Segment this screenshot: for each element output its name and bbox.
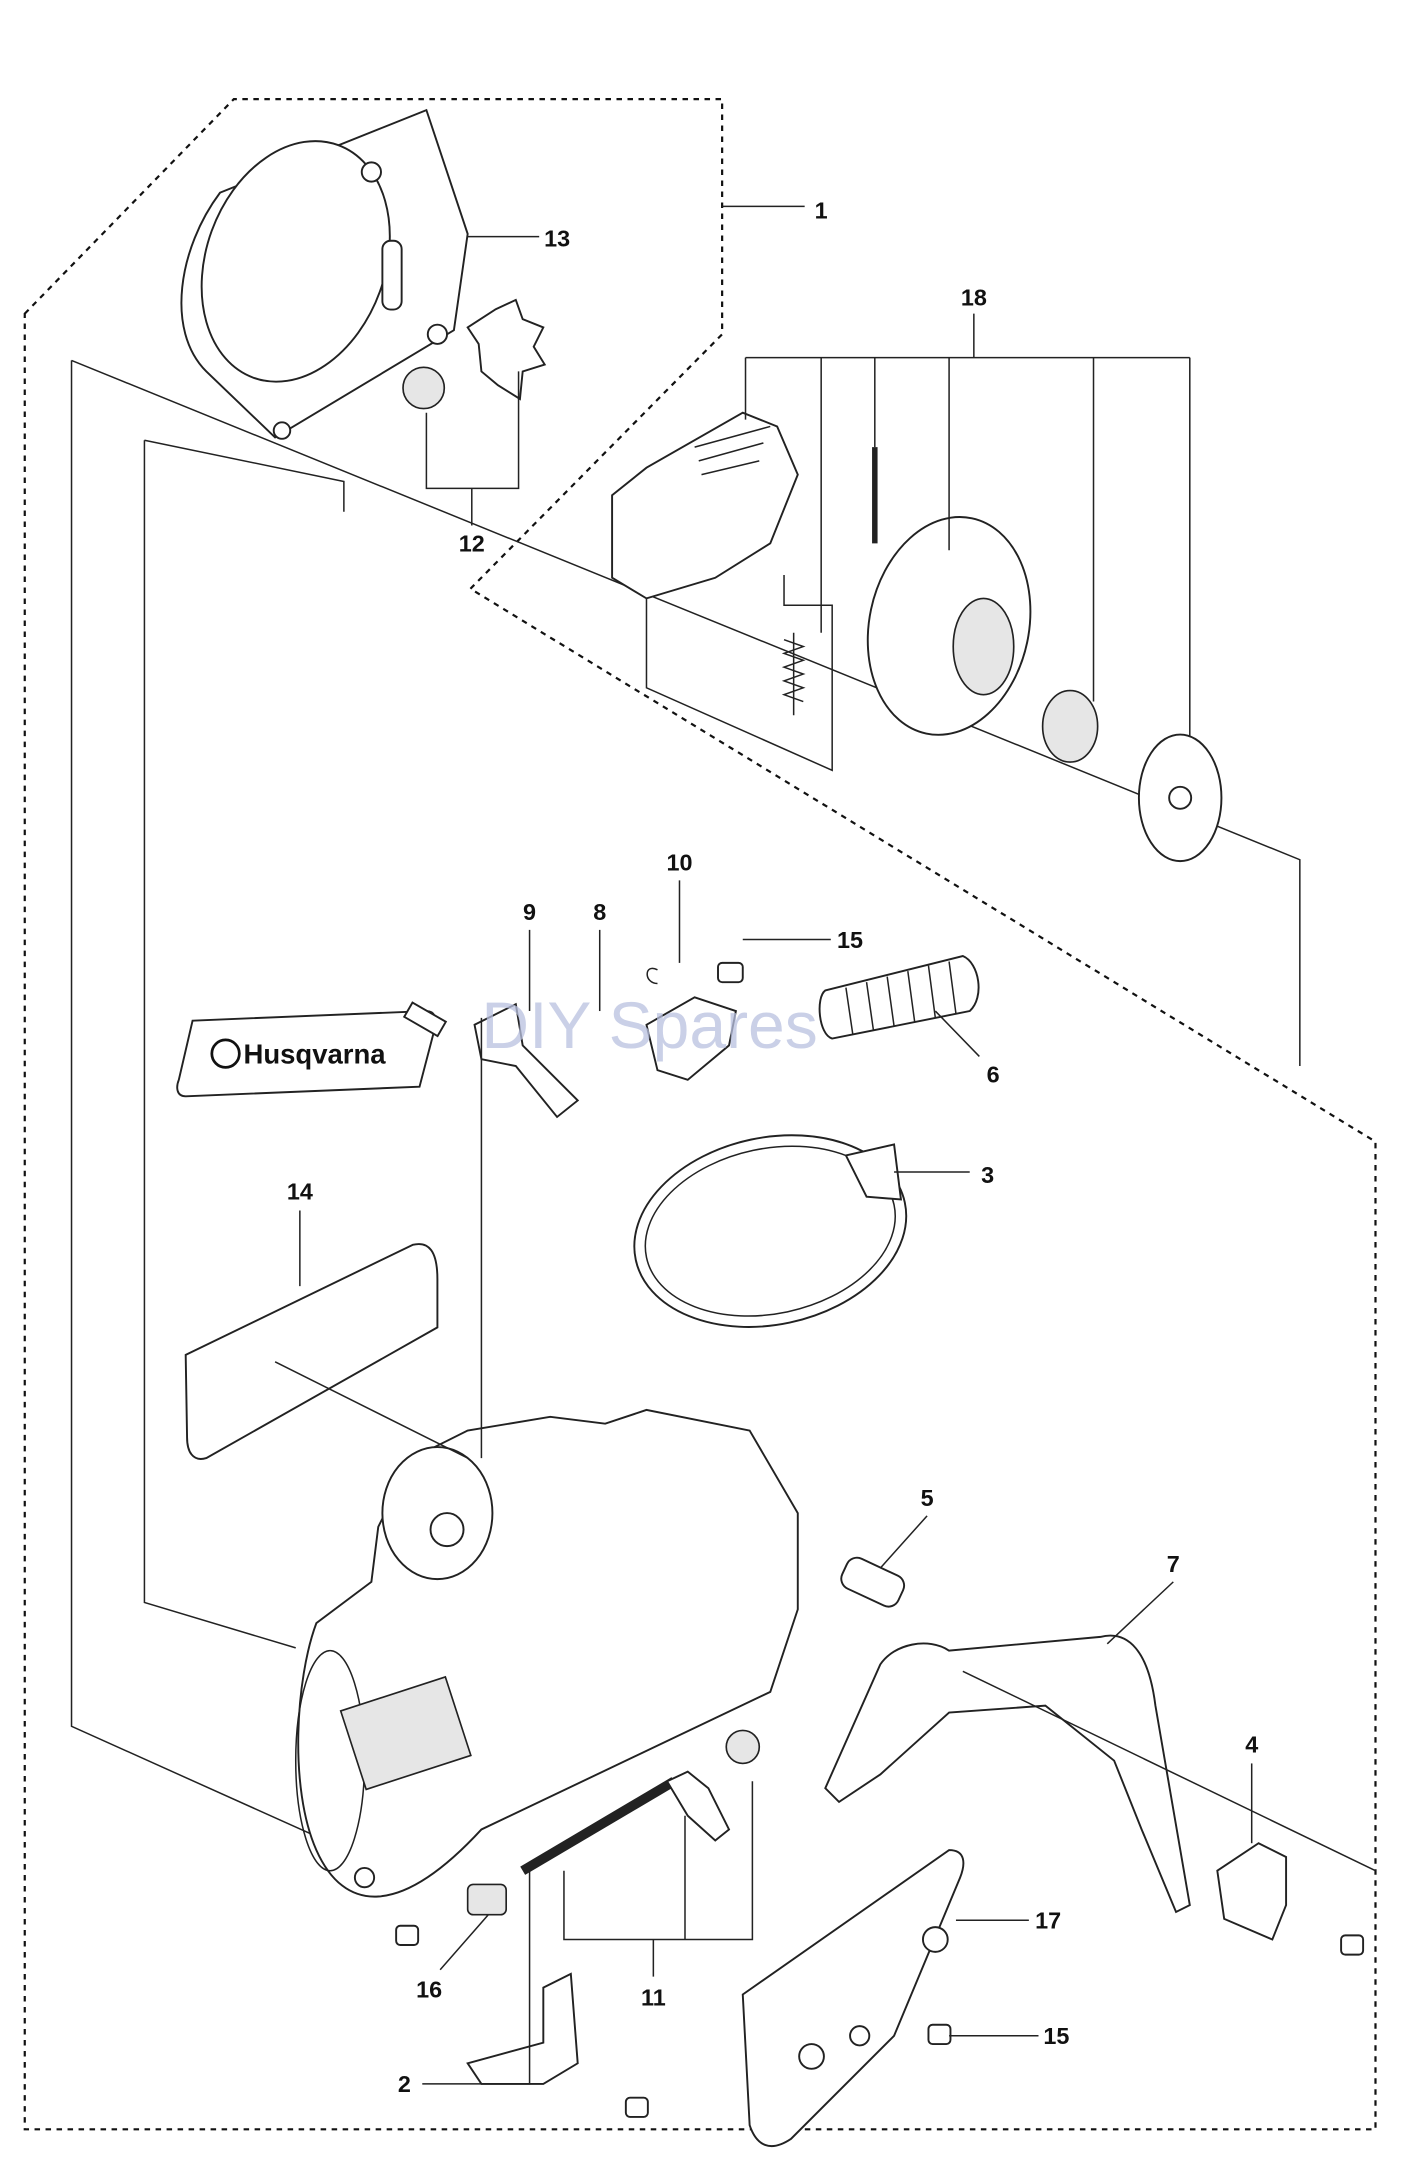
callout-9: 9: [523, 899, 536, 925]
watermark: DIY Spares: [481, 988, 817, 1062]
part-4-chain-catcher: [1216, 1842, 1288, 1941]
plate-hole: [798, 2043, 825, 2070]
part-10-clip: [646, 967, 658, 985]
callout-5: 5: [921, 1485, 934, 1511]
plate-hole: [849, 2025, 871, 2047]
part-11-shaft: [520, 1777, 677, 1875]
callout-6: 6: [987, 1062, 1000, 1088]
part-18-starter-pawl-housing: [611, 411, 799, 600]
assembly-18-bracket: [645, 522, 833, 772]
callout-3: 3: [981, 1162, 994, 1188]
callout-8: 8: [593, 899, 606, 925]
clutch-cover-main: [294, 1408, 799, 1898]
callout-2: 2: [398, 2071, 411, 2097]
part-14-decal-logo: Husqvarna: [176, 1010, 437, 1098]
assembly-boundary-outer: [70, 359, 1301, 1838]
callout-13: 13: [544, 225, 570, 251]
callout-4: 4: [1245, 1731, 1258, 1757]
svg-text:Husqvarna: Husqvarna: [243, 1038, 386, 1069]
callout-16: 16: [416, 1976, 442, 2002]
screw: [927, 2023, 952, 2045]
part-14-decal-blank: [184, 1243, 439, 1460]
callout-14: 14: [287, 1178, 313, 1204]
part-6-spring: [818, 955, 980, 1040]
part-8-lever: [473, 1002, 580, 1119]
part-9-pin: [402, 1001, 448, 1038]
callout-10: 10: [666, 850, 692, 876]
part-10-link: [645, 996, 737, 1081]
leader-lines: [274, 205, 1376, 2085]
part-7-bar-guard: [824, 1634, 1191, 1914]
part-17-guard-plate: [741, 1849, 965, 2148]
plate-hole: [921, 1926, 949, 1953]
callout-12: 12: [459, 531, 485, 557]
part-11-nut: [665, 1770, 731, 1842]
part-3-brake-band: [633, 1134, 908, 1328]
callout-15-top: 15: [837, 927, 863, 953]
part-15-screw: [717, 961, 744, 984]
callout-11: 11: [641, 1985, 666, 2011]
screw: [1340, 1934, 1365, 1956]
callout-17: 17: [1035, 1907, 1061, 1933]
part-18-bearing: [1041, 689, 1099, 763]
part-18-pulley: [866, 516, 1032, 736]
part-16-block: [466, 1883, 508, 1916]
part-18-spring: [781, 632, 806, 716]
washer-hole: [1168, 785, 1193, 810]
assembly-boundary-inner: [143, 439, 345, 1649]
screw: [395, 1924, 420, 1946]
part-12-pinion: [402, 366, 446, 410]
part-2-tensioner: [466, 1972, 579, 2085]
callout-7: 7: [1167, 1551, 1180, 1577]
callout-18: 18: [961, 284, 987, 310]
part-5-bushing: [840, 1556, 906, 1608]
callout-15-bottom: 15: [1043, 2023, 1069, 2049]
callout-1: 1: [815, 198, 828, 224]
part-13-cover: [180, 108, 469, 440]
part-12-star-gear: [466, 298, 547, 401]
part-11-gear: [725, 1729, 761, 1765]
assembly-boundary-dashed: [23, 97, 1377, 2131]
screw: [624, 2096, 649, 2118]
